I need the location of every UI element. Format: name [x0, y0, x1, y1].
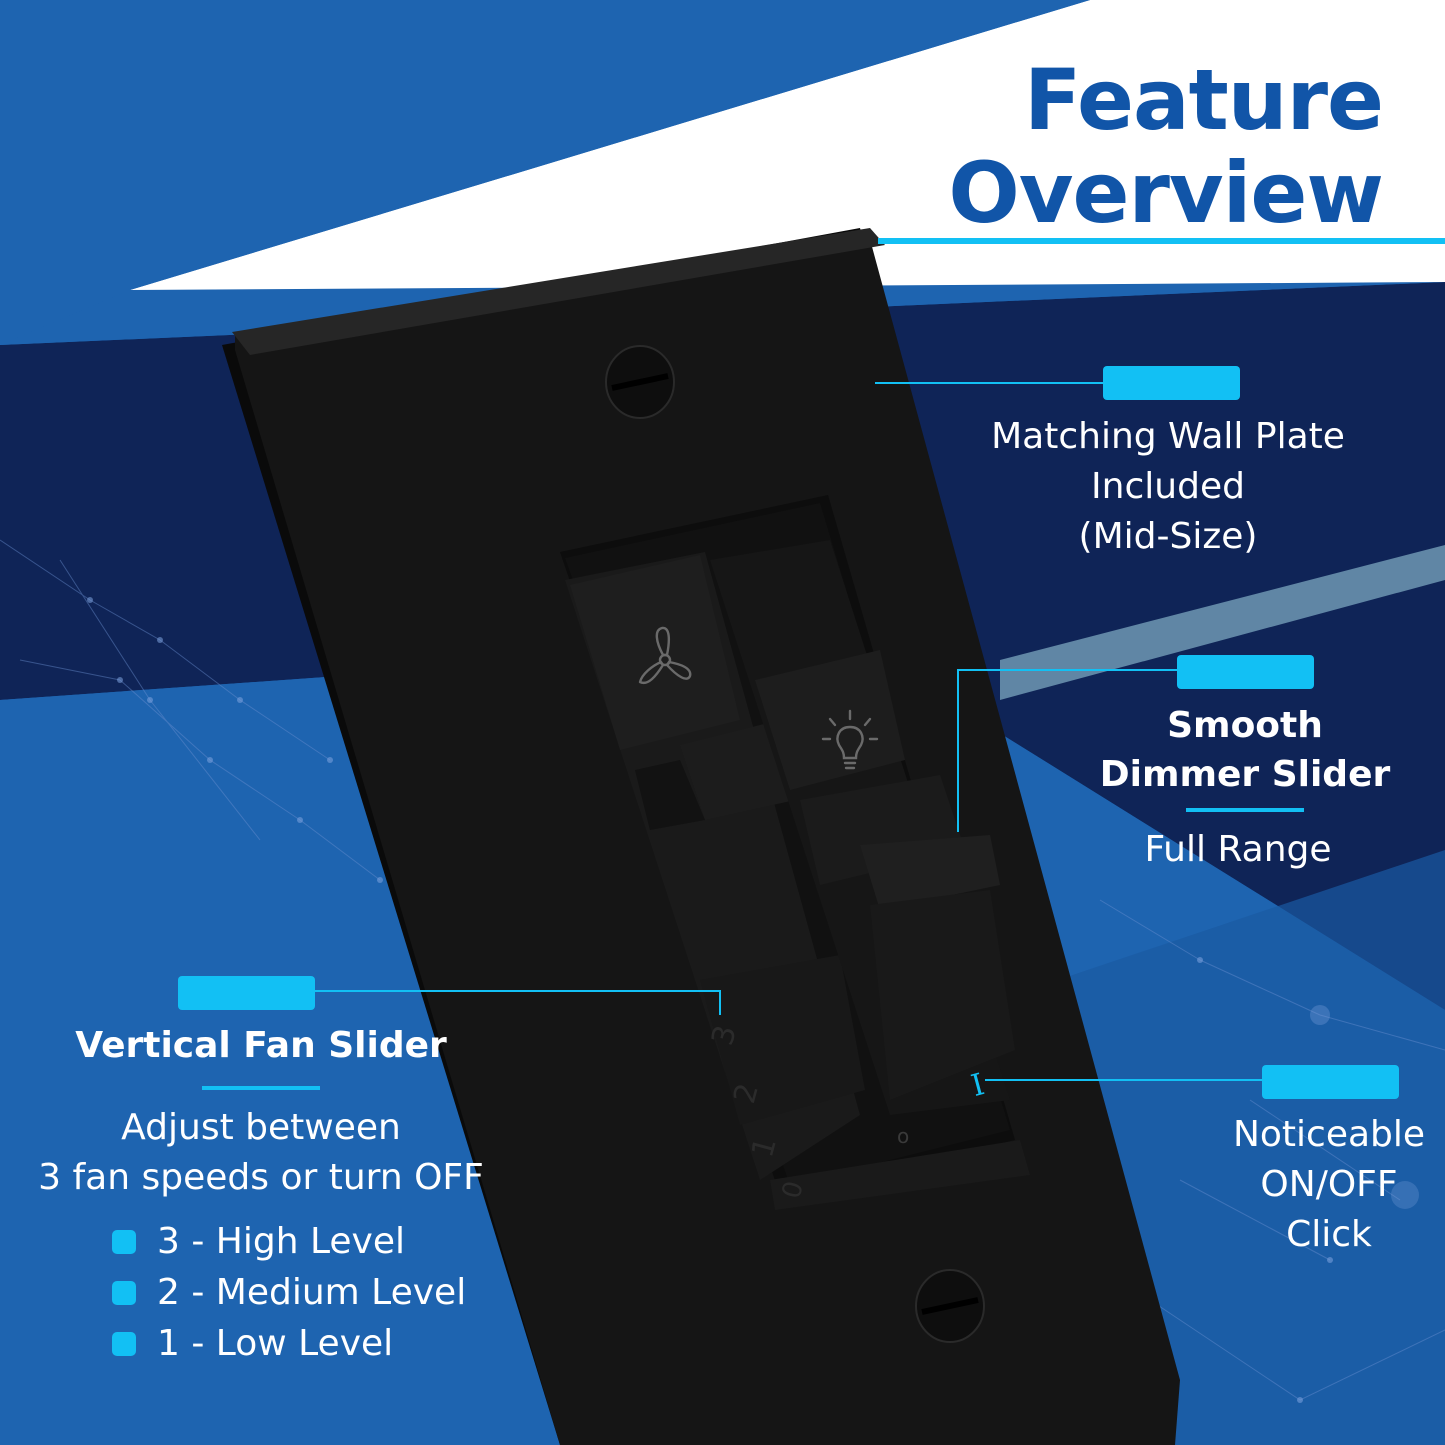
level-item-high: 3 - High Level [157, 1221, 405, 1262]
dimmer-heading-underline [1186, 808, 1304, 812]
fan-desc-line2: 3 fan speeds or turn OFF [38, 1157, 484, 1198]
fan-desc-line1: Adjust between [121, 1107, 401, 1148]
dimmer-sub: Full Range [1144, 829, 1332, 870]
title-underline [878, 238, 1445, 244]
light-bulb-icon [821, 709, 879, 770]
fan-heading: Vertical Fan Slider [75, 1025, 447, 1066]
dimmer-heading-line1: Smooth [1167, 705, 1323, 746]
dimmer-off-mark: o [897, 1124, 910, 1148]
bottom-screw [915, 1269, 985, 1343]
level-bullet [112, 1332, 136, 1356]
onoff-line2: ON/OFF [1260, 1164, 1398, 1205]
network-pattern [0, 539, 1445, 1401]
dimmer-heading-line2: Dimmer Slider [1099, 754, 1391, 795]
page-title-line2: Overview [948, 144, 1384, 242]
onoff-line3: Click [1286, 1214, 1372, 1255]
level-item-medium: 2 - Medium Level [157, 1272, 467, 1313]
wall-plate-tag [1103, 366, 1240, 400]
page-title-line1: Feature [1024, 51, 1384, 149]
level-bullet [112, 1230, 136, 1254]
fan-slider-tag [178, 976, 315, 1010]
onoff-tag [1262, 1065, 1399, 1099]
top-screw [605, 345, 675, 419]
wall-plate-line3: (Mid-Size) [1078, 516, 1258, 557]
fan-icon [638, 626, 692, 685]
wall-plate-line2: Included [1091, 466, 1245, 507]
fan-heading-underline [202, 1086, 320, 1090]
onoff-line1: Noticeable [1232, 1114, 1426, 1155]
dimmer-tag [1177, 655, 1314, 689]
wall-plate-line1: Matching Wall Plate [991, 416, 1345, 457]
level-bullet [112, 1281, 136, 1305]
level-item-low: 1 - Low Level [157, 1323, 394, 1364]
